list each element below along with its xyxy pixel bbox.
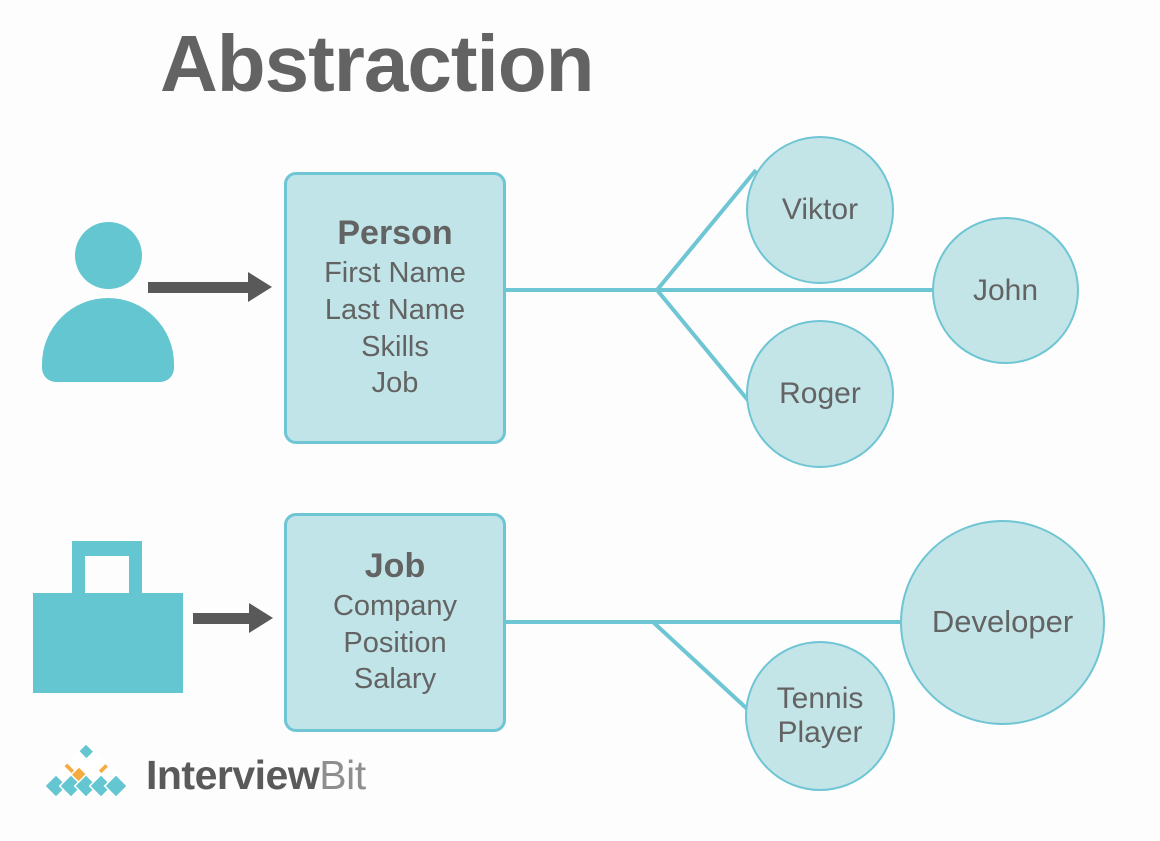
entity-field-job: Job: [371, 367, 419, 400]
arrow-right-person-icon: [148, 272, 272, 302]
person-icon-head: [75, 222, 142, 289]
instance-circle-john[interactable]: John: [932, 217, 1079, 364]
instance-circle-tennis-player[interactable]: Tennis Player: [745, 641, 895, 791]
entity-field-last-name: Last Name: [324, 294, 466, 327]
briefcase-icon: [33, 541, 183, 693]
entity-title-job: Job: [364, 547, 426, 586]
entity-box-person[interactable]: Person First Name Last Name Skills Job: [284, 172, 506, 444]
diamond-pyramid-icon: [43, 745, 129, 799]
arrow-shaft: [193, 613, 249, 624]
logo-wordmark: InterviewBit: [146, 751, 366, 798]
arrow-right-briefcase-icon: [193, 603, 273, 633]
logo-word-bit: Bit: [319, 751, 366, 798]
person-icon-body: [42, 298, 174, 382]
instance-circle-roger[interactable]: Roger: [746, 320, 894, 468]
entity-title-person: Person: [337, 214, 453, 253]
instance-label-line-1: Tennis: [776, 682, 864, 716]
entity-field-company: Company: [332, 590, 458, 623]
briefcase-icon-handle-cutout: [85, 556, 129, 595]
arrow-head: [248, 272, 272, 302]
instance-circle-developer[interactable]: Developer: [900, 520, 1105, 725]
instance-circle-viktor[interactable]: Viktor: [746, 136, 894, 284]
arrow-shaft: [148, 282, 248, 293]
entity-field-skills: Skills: [361, 330, 429, 363]
person-icon: [42, 222, 174, 382]
interviewbit-logo[interactable]: InterviewBit: [40, 742, 366, 808]
entity-field-first-name: First Name: [324, 257, 466, 290]
entity-box-job[interactable]: Job Company Position Salary: [284, 513, 506, 732]
entity-field-salary: Salary: [353, 663, 437, 696]
entity-field-position: Position: [343, 626, 447, 659]
briefcase-icon-body: [33, 593, 183, 693]
instance-label-line-2: Player: [777, 716, 863, 749]
page-title: Abstraction: [160, 19, 594, 108]
logo-word-interview: Interview: [146, 751, 320, 798]
arrow-head: [249, 603, 273, 633]
